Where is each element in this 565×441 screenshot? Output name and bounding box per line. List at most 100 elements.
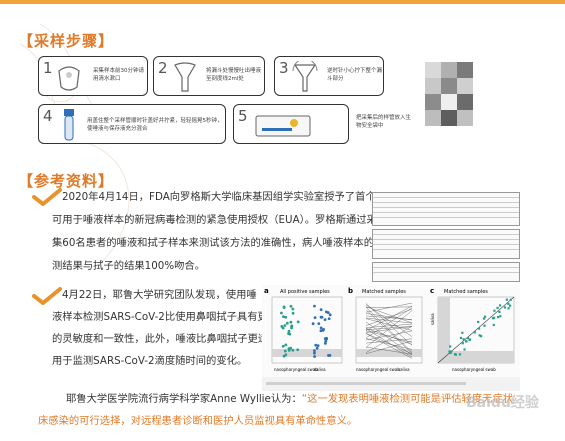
scatter-point bbox=[323, 318, 327, 322]
step-card-5: 5 bbox=[233, 104, 349, 144]
scatter-point bbox=[479, 335, 483, 338]
scatter-point bbox=[285, 321, 289, 325]
top-accent-line bbox=[0, 0, 565, 4]
step-number: 1 bbox=[43, 59, 53, 77]
panel-c-xlabel: nasopharyngeal swab bbox=[452, 367, 496, 372]
panel-c-label: c bbox=[430, 287, 434, 295]
scatter-point bbox=[291, 348, 295, 352]
quote-highlight-2: 床感染的可行选择，对远程患者诊断和医护人员监视具有革命性意义。 bbox=[38, 415, 358, 427]
scatter-point bbox=[505, 298, 508, 301]
scatter-point bbox=[296, 348, 300, 352]
ref1-line-3: 集60名患者的唾液和拭子样本来测试该方法的准确性，病人唾液样本的检 bbox=[52, 237, 385, 249]
step-card-1: 1 采集样本前30分钟请用清水漱口 bbox=[38, 56, 148, 96]
scatter-point bbox=[289, 304, 293, 308]
scatter-point bbox=[327, 317, 331, 321]
scatter-point bbox=[282, 315, 285, 319]
scatter-point bbox=[466, 336, 470, 340]
watermark-logo: Baidu经验 bbox=[466, 395, 539, 411]
scatter-point bbox=[509, 298, 512, 301]
paired-line bbox=[365, 338, 413, 350]
step-text: 将漏斗处慢慢吐出唾液至刻度线2ml处 bbox=[206, 68, 262, 82]
scatter-point bbox=[478, 334, 481, 337]
scatter-point bbox=[507, 307, 510, 310]
scatter-point bbox=[280, 311, 283, 315]
paired-line bbox=[365, 308, 413, 326]
results-table-2 bbox=[372, 229, 520, 259]
scatter-point bbox=[311, 322, 315, 326]
scatter-point bbox=[280, 325, 284, 328]
scatter-point bbox=[316, 344, 320, 348]
scatter-point bbox=[313, 355, 317, 358]
ref1-line-1: 2020年4月14日，FDA向罗格斯大学临床基因组学实验室授予了首个 bbox=[62, 191, 376, 203]
scatter-point bbox=[483, 315, 487, 318]
scatter-point bbox=[284, 315, 288, 319]
scatter-point bbox=[461, 331, 464, 334]
scatter-point bbox=[498, 310, 501, 313]
step-text: 用盖住整个采样管顺时针盖好并拧紧，轻轻摇晃5秒钟，使唾液与保存液充分混合 bbox=[87, 118, 223, 132]
section-title-sampling: 【采样步骤】 bbox=[18, 32, 115, 50]
paired-line bbox=[365, 321, 413, 356]
ref2-line-2: 液样本检测SARS-CoV-2比使用鼻咽拭子具有更高 bbox=[52, 311, 279, 323]
ref2-line-1: 4月22日，耶鲁大学研究团队发现，使用唾 bbox=[62, 289, 257, 301]
quote-highlight-1: “这一发现表明唾液检测可能是评估轻度无症状 bbox=[301, 393, 514, 405]
ref2-line-4: 用于监测SARS-CoV-2滴度随时间的变化。 bbox=[52, 355, 248, 367]
step-text: 采集样本前30分钟请用清水漱口 bbox=[93, 68, 144, 82]
paired-line bbox=[365, 326, 413, 333]
scatter-point bbox=[313, 316, 317, 320]
paired-line bbox=[365, 305, 413, 331]
panel-c-ylabel: saliva bbox=[430, 313, 435, 325]
scatter-point bbox=[496, 315, 500, 319]
scatter-point bbox=[449, 351, 452, 355]
scatter-point bbox=[496, 306, 499, 310]
ref1-line-2: 可用于唾液样本的新冠病毒检测的紧急使用授权（EUA）。罗格斯通过采 bbox=[52, 214, 377, 226]
scatter-point bbox=[328, 313, 332, 317]
scatter-point bbox=[291, 311, 295, 315]
scatter-point bbox=[326, 311, 330, 314]
paired-line bbox=[365, 333, 413, 359]
ref2-line-3: 的灵敏度和一致性，此外，唾液比鼻咽拭子更适 bbox=[52, 333, 269, 345]
scatter-point bbox=[499, 304, 502, 307]
scatter-point bbox=[282, 305, 286, 309]
scatter-point bbox=[296, 320, 300, 324]
scatter-point bbox=[324, 339, 328, 343]
panel-b-title: Matched samples bbox=[362, 289, 406, 295]
step-card-2: 2 将漏斗处慢慢吐出唾液至刻度线2ml处 bbox=[153, 56, 265, 96]
scatter-point bbox=[468, 338, 472, 341]
scatter-point bbox=[287, 332, 290, 336]
paired-line bbox=[365, 328, 413, 345]
sample-tube-icon bbox=[64, 109, 74, 141]
scatter-point bbox=[508, 304, 512, 307]
step-text: 逆时针小心拧下整个漏斗部分 bbox=[327, 68, 383, 82]
results-table-1 bbox=[372, 192, 520, 226]
scatter-point bbox=[462, 338, 465, 341]
saliva-vs-swab-figure: a All positive samples nasopharyngeal sw… bbox=[262, 285, 520, 391]
scatter-point bbox=[313, 349, 316, 353]
scatter-point bbox=[289, 346, 293, 350]
section-title-references: 【参考资料】 bbox=[18, 172, 115, 190]
panel-b-label: b bbox=[348, 287, 353, 295]
scatter-point bbox=[327, 353, 330, 357]
scatter-point bbox=[284, 343, 288, 347]
paired-line bbox=[365, 304, 413, 337]
scatter-point bbox=[492, 316, 496, 319]
scatter-point bbox=[499, 315, 502, 318]
paired-line bbox=[365, 323, 413, 328]
scatter-point bbox=[290, 324, 294, 328]
check-icon bbox=[32, 287, 62, 305]
scatter-point bbox=[483, 324, 486, 327]
scatter-point bbox=[320, 315, 323, 319]
scatter-point bbox=[507, 302, 510, 305]
panel-b-cat-2: saliva bbox=[398, 367, 410, 372]
step-number: 3 bbox=[279, 59, 289, 77]
scatter-point bbox=[449, 345, 452, 348]
paired-line bbox=[365, 346, 413, 355]
step-card-3: 3 逆时针小心拧下整个漏斗部分 bbox=[274, 56, 384, 96]
scatter-point bbox=[317, 322, 321, 325]
scatter-point bbox=[492, 323, 495, 327]
paired-line bbox=[365, 338, 413, 344]
step-number: 5 bbox=[238, 107, 248, 125]
scatter-point bbox=[319, 329, 323, 333]
scatter-point bbox=[314, 343, 318, 347]
scatter-point bbox=[448, 350, 451, 353]
paired-line bbox=[365, 307, 413, 353]
